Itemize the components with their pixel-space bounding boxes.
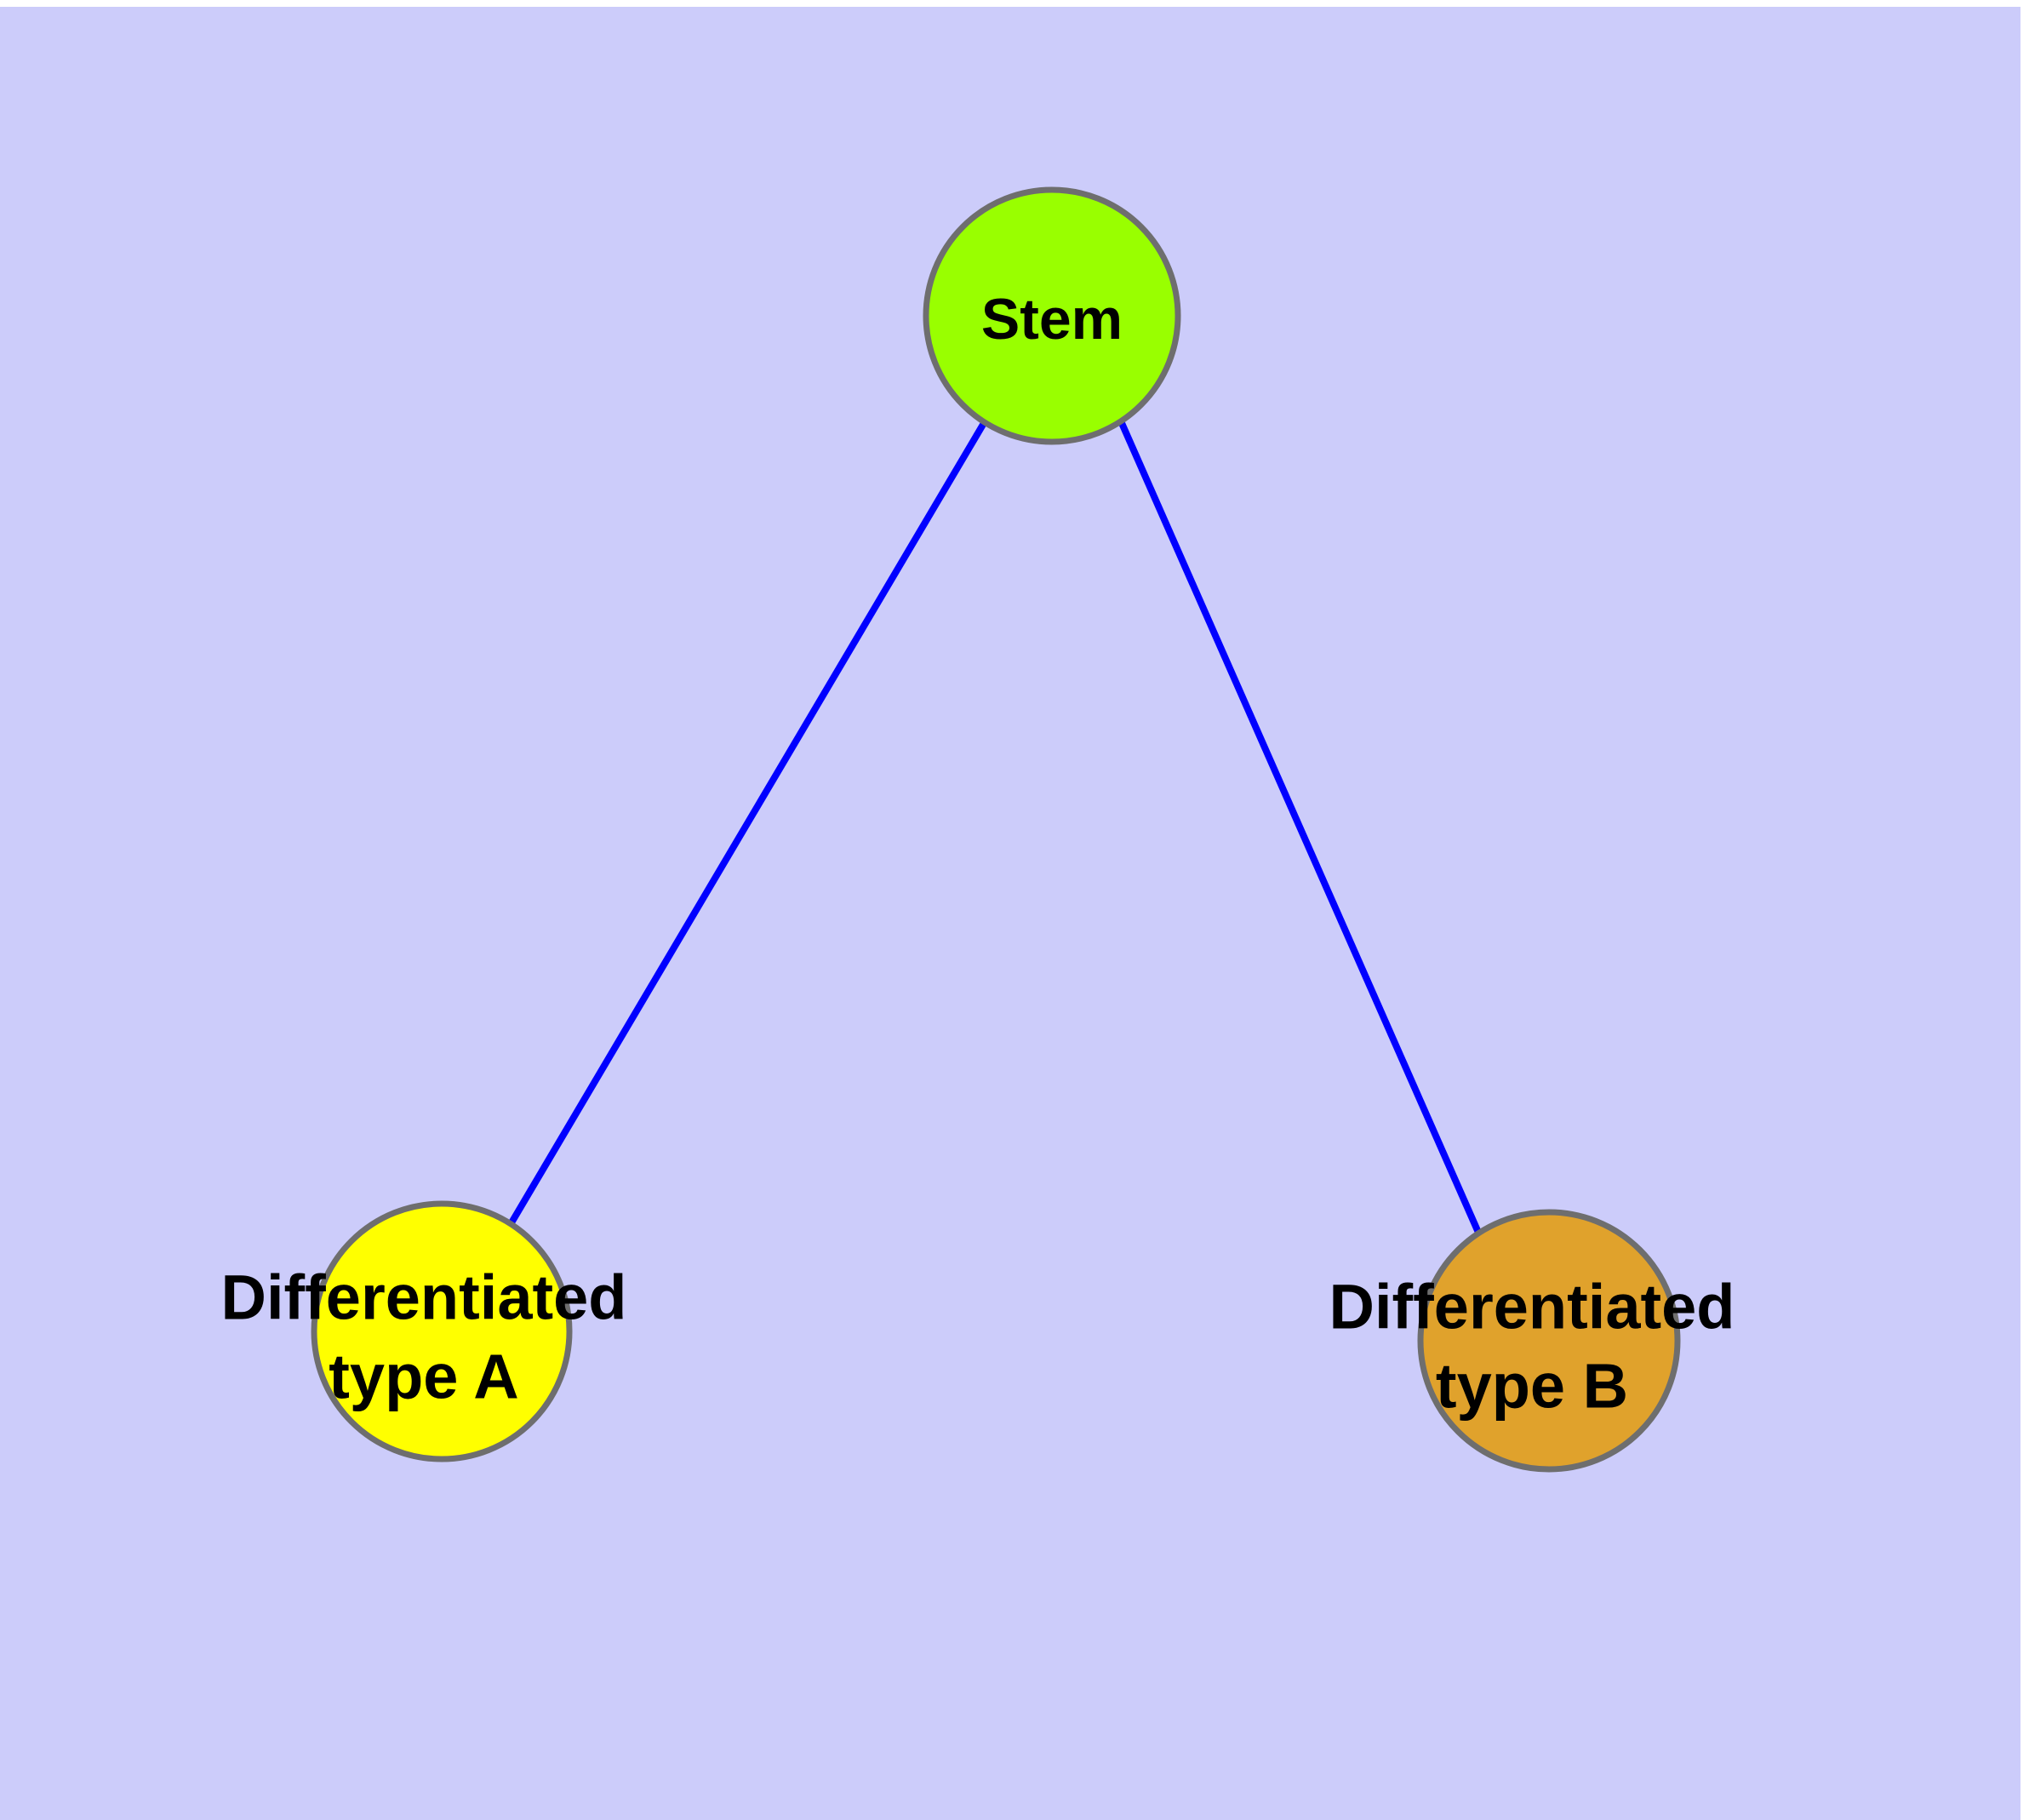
node-differentiated-type-a-circle[interactable] (311, 1200, 573, 1462)
node-differentiated-type-a-label-line1: Differentiated (221, 1262, 627, 1333)
node-differentiated-type-b[interactable]: Differentiated type B (1329, 1209, 1735, 1473)
edge-group (507, 421, 1483, 1236)
diagram-plot-area: Stem Differentiated type A Differentiate… (0, 7, 2020, 1820)
node-differentiated-type-a[interactable]: Differentiated type A (221, 1200, 627, 1462)
edge-stem-to-differentiated-type-a[interactable] (507, 421, 987, 1227)
graph-svg: Stem Differentiated type A Differentiate… (221, 186, 1735, 1473)
node-stem[interactable]: Stem (923, 186, 1181, 445)
edge-stem-to-differentiated-type-b[interactable] (1118, 421, 1483, 1236)
node-differentiated-type-b-circle[interactable] (1417, 1209, 1681, 1473)
node-stem-label: Stem (981, 287, 1123, 352)
node-differentiated-type-b-label-line2: type B (1436, 1351, 1628, 1422)
node-differentiated-type-b-label-line1: Differentiated (1329, 1272, 1735, 1342)
node-stem-circle[interactable] (923, 186, 1181, 445)
node-differentiated-type-a-label-line2: type A (329, 1342, 518, 1412)
